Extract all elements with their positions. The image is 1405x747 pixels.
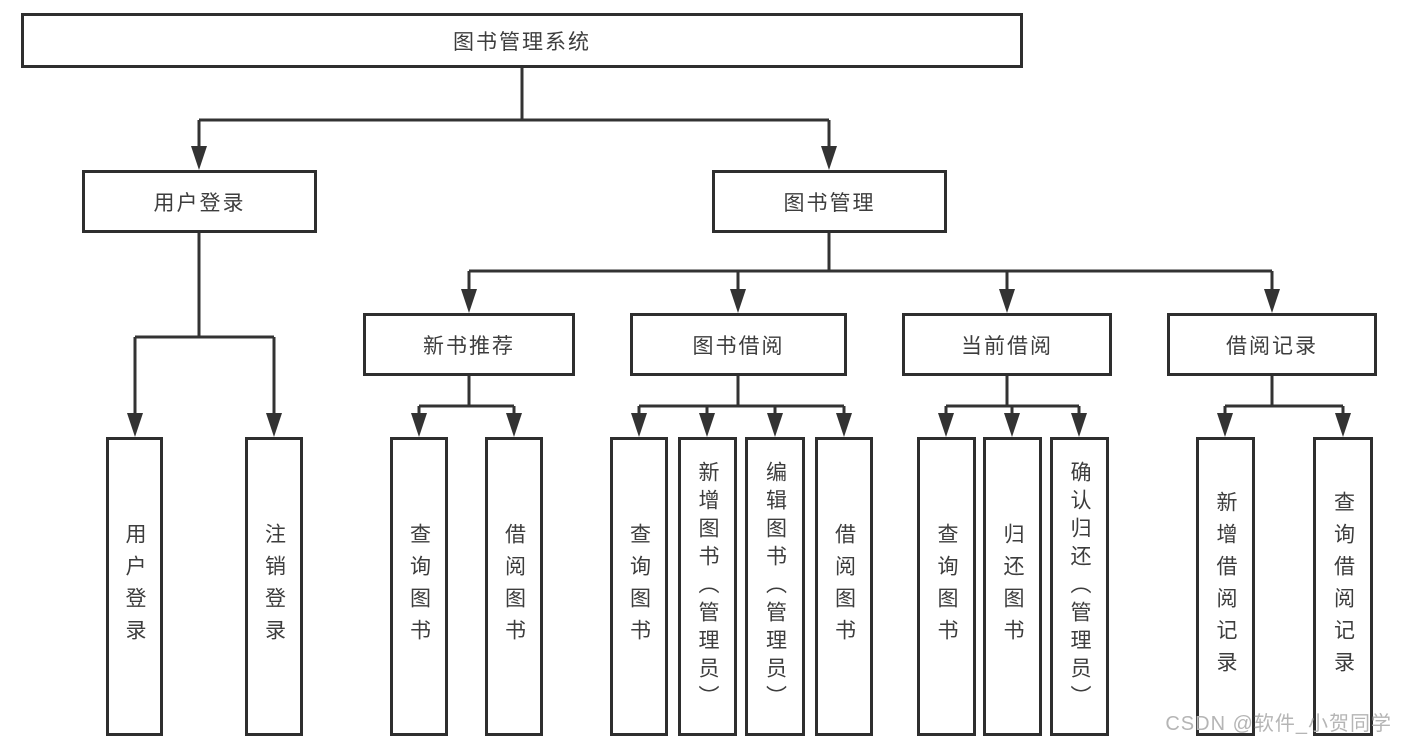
leaf-cb-confirm-return-admin: 确认归还（管理员）: [1050, 437, 1109, 736]
leaf-br-query-record: 查询借阅记录: [1313, 437, 1373, 736]
leaf-br-add-record-label: 新增借阅记录: [1214, 490, 1237, 683]
leaf-cb-confirm-return-admin-label: 确认归还（管理员）: [1068, 460, 1091, 713]
leaf-nbr-query-books: 查询图书: [390, 437, 448, 736]
node-borrow-records-label: 借阅记录: [1226, 334, 1318, 358]
node-book-mgmt-label: 图书管理: [783, 191, 876, 215]
leaf-nbr-query-books-label: 查询图书: [407, 522, 431, 651]
node-book-borrow-label: 图书借阅: [692, 334, 785, 358]
node-user-login: 用户登录: [82, 170, 317, 233]
connector-borrow-records-children: [1217, 376, 1351, 437]
csdn-watermark: CSDN @软件_小贺同学: [1165, 713, 1392, 735]
node-book-mgmt: 图书管理: [712, 170, 947, 233]
leaf-bb-query-books: 查询图书: [610, 437, 668, 736]
leaf-bb-add-books-admin-label: 新增图书（管理员）: [696, 460, 719, 713]
connector-book-mgmt-children: [461, 233, 1280, 313]
leaf-logout-label: 注销登录: [262, 522, 286, 651]
leaf-bb-edit-books-admin-label: 编辑图书（管理员）: [763, 460, 787, 713]
connector-new-book-rec-children: [411, 376, 522, 437]
node-borrow-records: 借阅记录: [1167, 313, 1377, 376]
leaf-cb-return-books: 归还图书: [983, 437, 1042, 736]
leaf-bb-query-books-label: 查询图书: [627, 522, 651, 651]
connector-book-borrow-children: [631, 376, 852, 437]
connector-user-login-children: [127, 233, 282, 437]
connector-current-borrow-children: [938, 376, 1087, 437]
leaf-bb-add-books-admin: 新增图书（管理员）: [678, 437, 737, 736]
node-current-borrow: 当前借阅: [902, 313, 1112, 376]
node-root-label: 图书管理系统: [453, 30, 591, 54]
node-book-borrow: 图书借阅: [630, 313, 847, 376]
node-current-borrow-label: 当前借阅: [961, 334, 1053, 358]
leaf-bb-borrow-books-label: 借阅图书: [832, 522, 856, 651]
node-new-book-rec-label: 新书推荐: [423, 334, 515, 358]
leaf-nbr-borrow-books-label: 借阅图书: [502, 522, 526, 651]
node-user-login-label: 用户登录: [153, 191, 246, 215]
leaf-cb-query-books: 查询图书: [917, 437, 976, 736]
leaf-user-login: 用户登录: [106, 437, 163, 736]
leaf-bb-borrow-books: 借阅图书: [815, 437, 873, 736]
leaf-cb-return-books-label: 归还图书: [1001, 522, 1024, 651]
leaf-br-add-record: 新增借阅记录: [1196, 437, 1255, 736]
leaf-logout: 注销登录: [245, 437, 303, 736]
node-new-book-rec: 新书推荐: [363, 313, 575, 376]
leaf-br-query-record-label: 查询借阅记录: [1331, 490, 1355, 683]
node-root: 图书管理系统: [21, 13, 1023, 68]
leaf-bb-edit-books-admin: 编辑图书（管理员）: [745, 437, 805, 736]
leaf-cb-query-books-label: 查询图书: [935, 522, 958, 651]
connector-root-to-level2: [191, 68, 837, 170]
leaf-user-login-label: 用户登录: [123, 522, 146, 651]
leaf-nbr-borrow-books: 借阅图书: [485, 437, 543, 736]
